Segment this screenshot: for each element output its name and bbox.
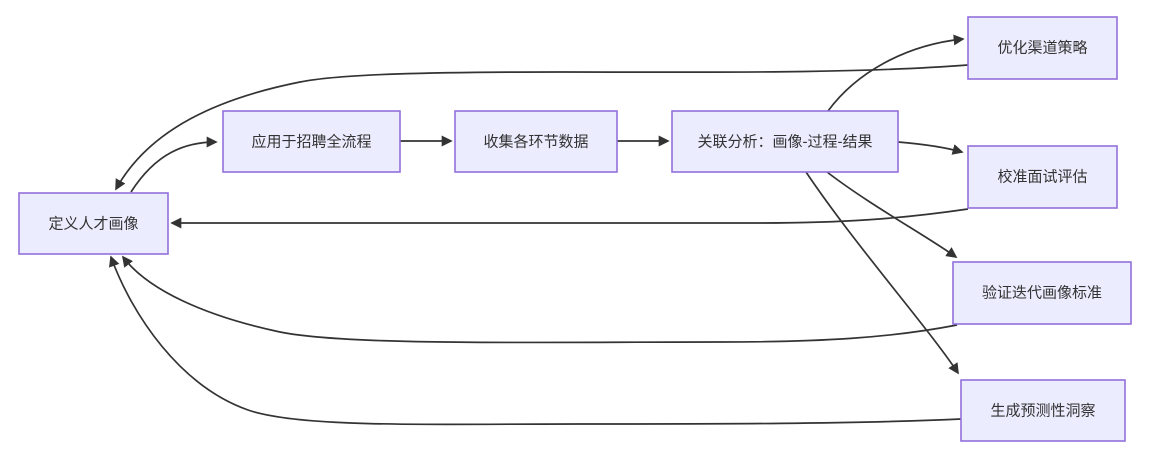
node-generate-predictive-insights: 生成预测性洞察 [960, 379, 1126, 442]
node-label: 校准面试评估 [997, 169, 1087, 186]
node-label: 收集各环节数据 [483, 134, 588, 151]
node-box [671, 110, 899, 173]
edge-analyze-to-insight [805, 171, 959, 375]
edge-insight-to-define [109, 255, 962, 426]
node-layer: 定义人才画像 应用于招聘全流程 收集各环节数据 关联分析：画像-过程-结果 优化… [18, 16, 1132, 442]
node-label: 验证迭代画像标准 [982, 285, 1102, 302]
edge-analyze-to-calibrate [897, 141, 964, 155]
node-label: 关联分析：画像-过程-结果 [698, 134, 873, 151]
node-apply-recruitment-process: 应用于招聘全流程 [222, 110, 401, 173]
node-box [454, 110, 618, 173]
edge-analyze-to-optimize [827, 34, 965, 112]
node-box [960, 379, 1126, 442]
node-calibrate-interview-evaluation: 校准面试评估 [967, 145, 1118, 209]
node-define-talent-portrait: 定义人才画像 [18, 192, 169, 255]
node-box [222, 110, 401, 173]
edge-validate-to-define [122, 255, 958, 344]
edge-optimize-to-define [115, 64, 969, 191]
node-collect-stage-data: 收集各环节数据 [454, 110, 618, 173]
edge-define-to-apply [130, 136, 218, 193]
node-label: 定义人才画像 [48, 216, 138, 233]
node-validate-iterate-portrait-standard: 验证迭代画像标准 [952, 261, 1132, 325]
node-label: 优化渠道策略 [997, 40, 1087, 57]
edge-layer [109, 34, 969, 426]
edge-calibrate-to-define [170, 208, 969, 229]
edge-analyze-to-validate [826, 171, 958, 258]
node-optimize-channel-strategy: 优化渠道策略 [967, 16, 1118, 80]
node-correlation-analysis: 关联分析：画像-过程-结果 [671, 110, 899, 173]
node-box [952, 261, 1132, 325]
node-box [967, 16, 1118, 80]
node-label: 应用于招聘全流程 [251, 133, 371, 151]
node-box [18, 192, 169, 255]
node-box [967, 145, 1118, 209]
node-label: 生成预测性洞察 [990, 402, 1095, 420]
